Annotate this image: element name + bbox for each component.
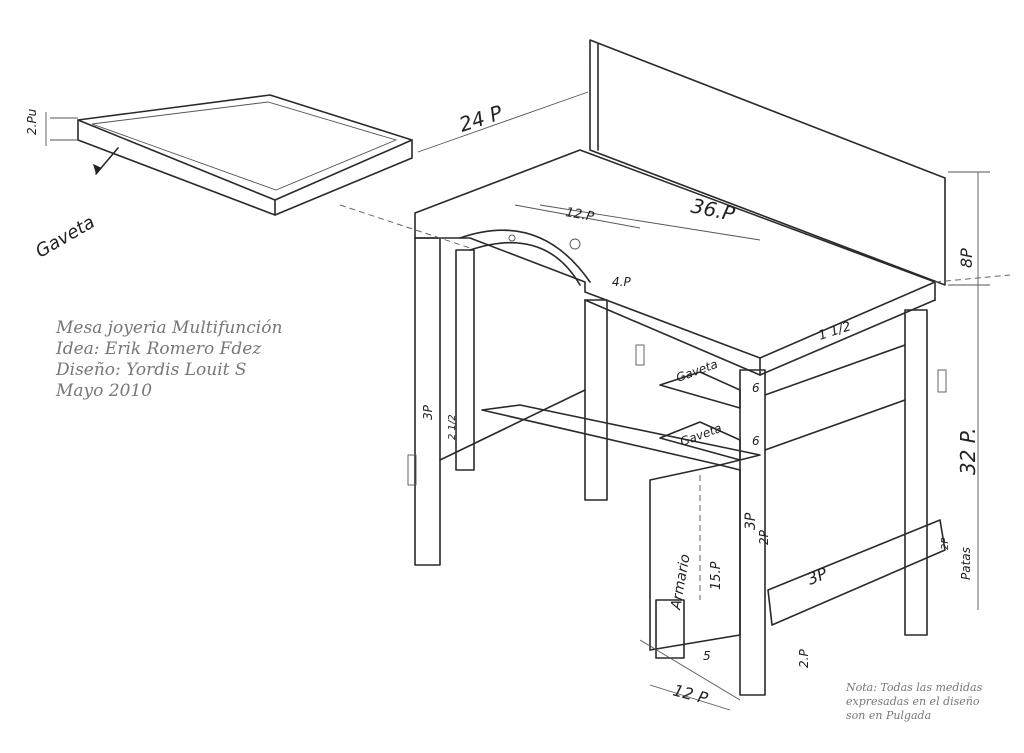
rail-left-label: 2 1/2 [447, 414, 458, 440]
gaveta-2-label: Gaveta [678, 421, 723, 449]
cabinet-foot-label: 5 [703, 649, 711, 663]
leg-side-label: 2P [940, 537, 951, 550]
foot-height-label: 2.P [797, 649, 811, 668]
note-line: Nota: Todas las medidas [846, 681, 983, 694]
design-line: Diseño: Yordis Louit S [56, 360, 247, 380]
cabinet-height-label: 15.P [709, 561, 724, 590]
width-label: 36.P [689, 193, 738, 226]
legs-label: Patas [959, 547, 973, 580]
backboard-label: 8P [957, 248, 976, 268]
date-line: Mayo 2010 [56, 381, 153, 401]
drawer-sketch [45, 94, 413, 216]
leg-width-label: 2P [757, 529, 771, 545]
drawer-height-label: 2.Pu [25, 108, 39, 135]
arc-width-label: 12.P [564, 205, 595, 225]
cabinet-width-label: 12 P [671, 681, 710, 709]
title-line: Mesa joyeria Multifunción [56, 318, 283, 338]
drawer-name-label: Gaveta [32, 212, 99, 263]
title-block: Mesa joyeria Multifunción Idea: Erik Rom… [56, 318, 282, 402]
cabinet-label: Armario [668, 553, 694, 612]
cabinet-side-label: 3P [743, 512, 759, 530]
note-block: Nota: Todas las medidas expresadas en el… [846, 681, 982, 723]
note-line: expresadas en el diseño [846, 695, 980, 708]
gaveta-h2-label: 6 [752, 434, 760, 448]
backboard [589, 39, 946, 286]
arc-depth-label: 4.P [612, 275, 631, 289]
front-rail-label: 3P [804, 564, 830, 589]
legs [407, 237, 947, 696]
note-line: son en Pulgada [846, 709, 932, 722]
desk-top [414, 149, 936, 376]
leg-left-label: 3P [421, 404, 435, 420]
rails-and-shelves [439, 344, 946, 701]
gaveta-1-label: Gaveta [674, 357, 719, 385]
gaveta-h1-label: 6 [752, 381, 760, 395]
depth-label: 24 P [456, 100, 506, 137]
idea-line: Idea: Erik Romero Fdez [56, 339, 262, 359]
height-label: 32 P. [956, 428, 980, 475]
top-thickness-label: 1 1/2 [817, 319, 853, 344]
